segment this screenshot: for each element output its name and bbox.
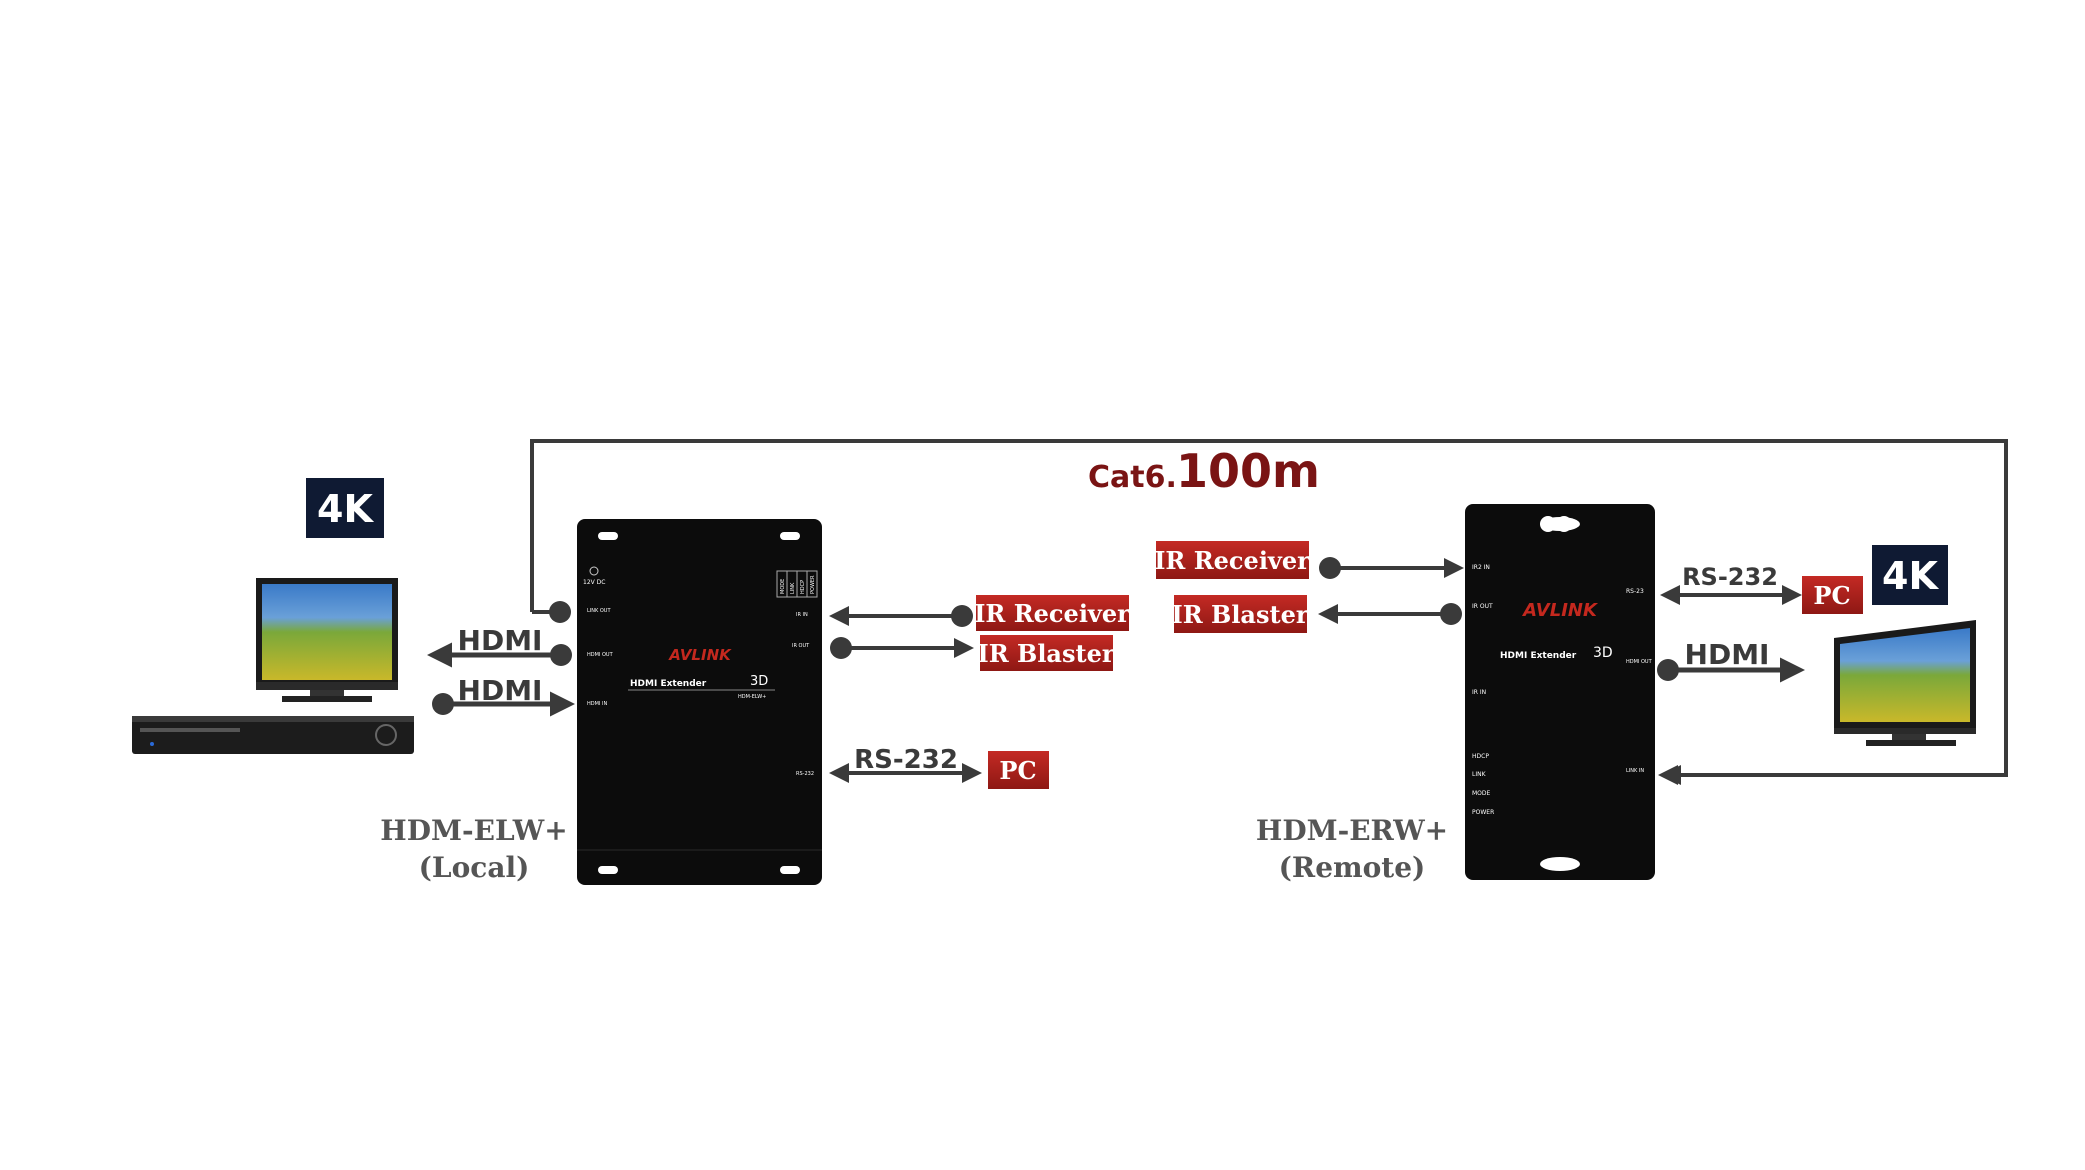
right-4k-badge: 4K	[1872, 545, 1948, 605]
pc-right-tag: PC	[1802, 576, 1863, 614]
dc-jack-icon	[589, 566, 599, 576]
remote-model-label: HDM-ERW+	[1256, 814, 1448, 847]
left-4k-badge: 4K	[306, 478, 384, 538]
ir-blaster-left-text: IR Blaster	[978, 639, 1115, 668]
remote-led-link: LINK	[1472, 771, 1487, 778]
local-extender-unit: AVLINK HDMI Extender 3D HDM-ELW+ 12V DC …	[577, 519, 822, 885]
ir-receiver-left-dot	[951, 605, 973, 627]
ir-blaster-left-dot	[830, 637, 852, 659]
remote-unit-title: HDMI Extender	[1500, 651, 1577, 661]
ir-blaster-right-text: IR Blaster	[1172, 600, 1309, 629]
cable-distance-label: 100m	[1176, 444, 1320, 498]
ir-receiver-right-tag: IR Receiver	[1154, 541, 1310, 579]
local-led-link: LINK	[790, 582, 796, 594]
rs232-right-label: RS-232	[1682, 563, 1778, 591]
remote-port-hdmi-out: HDMI OUT	[1626, 659, 1653, 665]
local-led-hdcp: HDCP	[800, 580, 806, 594]
local-model-label: HDM-ELW+	[380, 814, 567, 847]
ir-blaster-left-tag: IR Blaster	[978, 635, 1115, 671]
local-led-mode: MODE	[780, 579, 786, 594]
local-port-dc: 12V DC	[583, 579, 605, 586]
ir-receiver-right-dot	[1319, 557, 1341, 579]
remote-port-link-in: LINK IN	[1626, 768, 1644, 774]
remote-role-label: (Remote)	[1279, 851, 1426, 884]
remote-brand-logo: AVLINK	[1521, 600, 1599, 621]
local-led-panel: MODE LINK HDCP POWER	[776, 570, 818, 598]
ir-blaster-right-tag: IR Blaster	[1172, 595, 1309, 633]
remote-port-ir-out: IR OUT	[1472, 603, 1493, 610]
remote-led-mode: MODE	[1472, 790, 1491, 797]
hdmi-label-bottom-left: HDMI	[458, 674, 543, 707]
cat6-cable-line	[530, 439, 2008, 785]
remote-extender-unit: AVLINK HDMI Extender 3D IR2 IN IR OUT IR…	[1465, 504, 1655, 880]
local-port-hdmi-in: HDMI IN	[587, 701, 607, 707]
hdmi-label-right: HDMI	[1685, 638, 1770, 671]
left-tv-icon	[256, 578, 398, 702]
remote-unit-3d-tag: 3D	[1593, 645, 1613, 661]
ir-receiver-right-text: IR Receiver	[1154, 546, 1310, 575]
remote-port-ir-in: IR IN	[1472, 689, 1486, 696]
ir-receiver-left-tag: IR Receiver	[974, 595, 1130, 631]
pc-left-tag: PC	[988, 751, 1049, 789]
remote-port-rs232: RS-23	[1626, 588, 1644, 595]
remote-led-hdcp: HDCP	[1472, 753, 1489, 760]
remote-led-power: POWER	[1472, 809, 1494, 816]
local-port-ir-out: IR OUT	[792, 643, 810, 649]
local-unit-title: HDMI Extender	[630, 679, 707, 689]
ir-receiver-left-text: IR Receiver	[974, 599, 1130, 628]
local-unit-small-model: HDM-ELW+	[738, 694, 766, 700]
ir-blaster-right-dot	[1440, 603, 1462, 625]
local-led-power: POWER	[810, 575, 816, 594]
local-port-hdmi-out: HDMI OUT	[587, 652, 614, 658]
pc-left-text: PC	[999, 756, 1036, 785]
local-unit-3d-tag: 3D	[750, 674, 768, 689]
hdmi-out-dot	[550, 644, 572, 666]
local-port-rs232: RS-232	[796, 771, 814, 777]
local-brand-logo: AVLINK	[668, 646, 732, 664]
left-4k-text: 4K	[317, 487, 374, 531]
local-role-label: (Local)	[419, 851, 530, 884]
hdmi-label-top-left: HDMI	[458, 624, 543, 657]
rs232-left-label: RS-232	[854, 745, 958, 775]
cable-type-label: Cat6.	[1088, 460, 1177, 495]
pc-right-text: PC	[1813, 581, 1850, 610]
remote-port-ir2-in: IR2 IN	[1472, 564, 1490, 571]
bluray-player-icon	[132, 716, 414, 754]
hdmi-in-dot	[432, 693, 454, 715]
hdmi-right-dot	[1657, 659, 1679, 681]
local-port-ir-in: IR IN	[796, 612, 808, 618]
right-tv-icon	[1834, 620, 1976, 746]
right-4k-text: 4K	[1882, 554, 1939, 598]
local-port-link-out: LINK OUT	[587, 608, 611, 614]
